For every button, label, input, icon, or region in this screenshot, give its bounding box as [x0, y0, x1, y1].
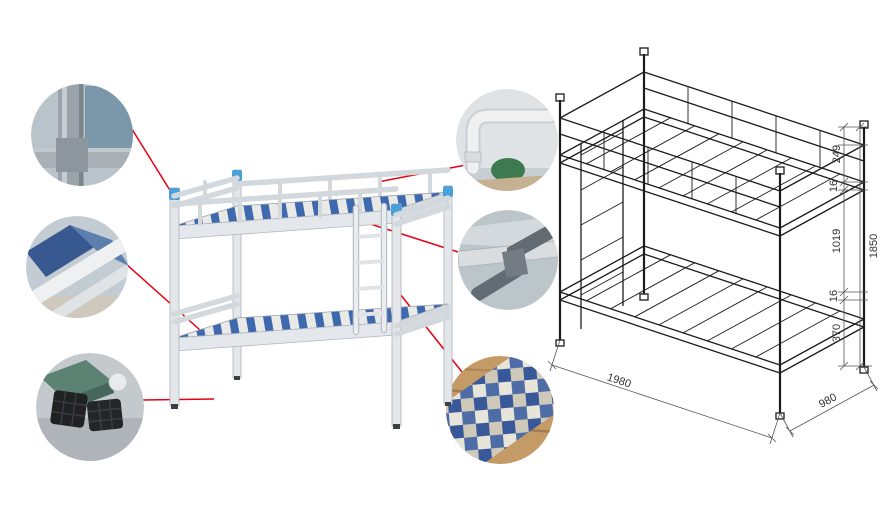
length-dimension-lines [547, 339, 781, 445]
wood-slat-weave-photo [446, 356, 554, 464]
drawing-slats-top [586, 117, 841, 221]
dim-1019: 1019 [831, 229, 843, 253]
dim-370: 370 [831, 324, 843, 342]
foot-boards [393, 195, 451, 337]
drawing-ladder [580, 120, 624, 329]
bunk-bed-photo [169, 167, 453, 429]
dim-249: 249 [831, 145, 843, 163]
dim-1850: 1850 [868, 234, 880, 258]
drawing-slats-bottom [586, 254, 841, 358]
ladder [352, 202, 388, 336]
frame-connector-photo [458, 210, 558, 310]
drawing-posts [555, 47, 869, 420]
drawing-guardrails [559, 71, 865, 214]
dim-1980: 1980 [605, 371, 632, 390]
bed-feet [171, 376, 451, 429]
dim-16-upper: 16 [828, 180, 840, 192]
height-dimension-lines [838, 122, 872, 371]
plastic-foot-pads-photo [36, 353, 144, 461]
rear-guardrail [234, 167, 451, 205]
dim-16-lower: 16 [828, 290, 840, 302]
frame-corner-joint-photo [31, 84, 133, 186]
width-dimension-lines [779, 366, 879, 438]
bed-corner-slats-photo [26, 216, 128, 318]
technical-drawing [555, 47, 869, 420]
dimension-annotations [547, 122, 879, 445]
guardrail-bend-photo [456, 89, 558, 191]
front-guardrail [171, 186, 399, 226]
dim-980: 980 [817, 391, 839, 410]
